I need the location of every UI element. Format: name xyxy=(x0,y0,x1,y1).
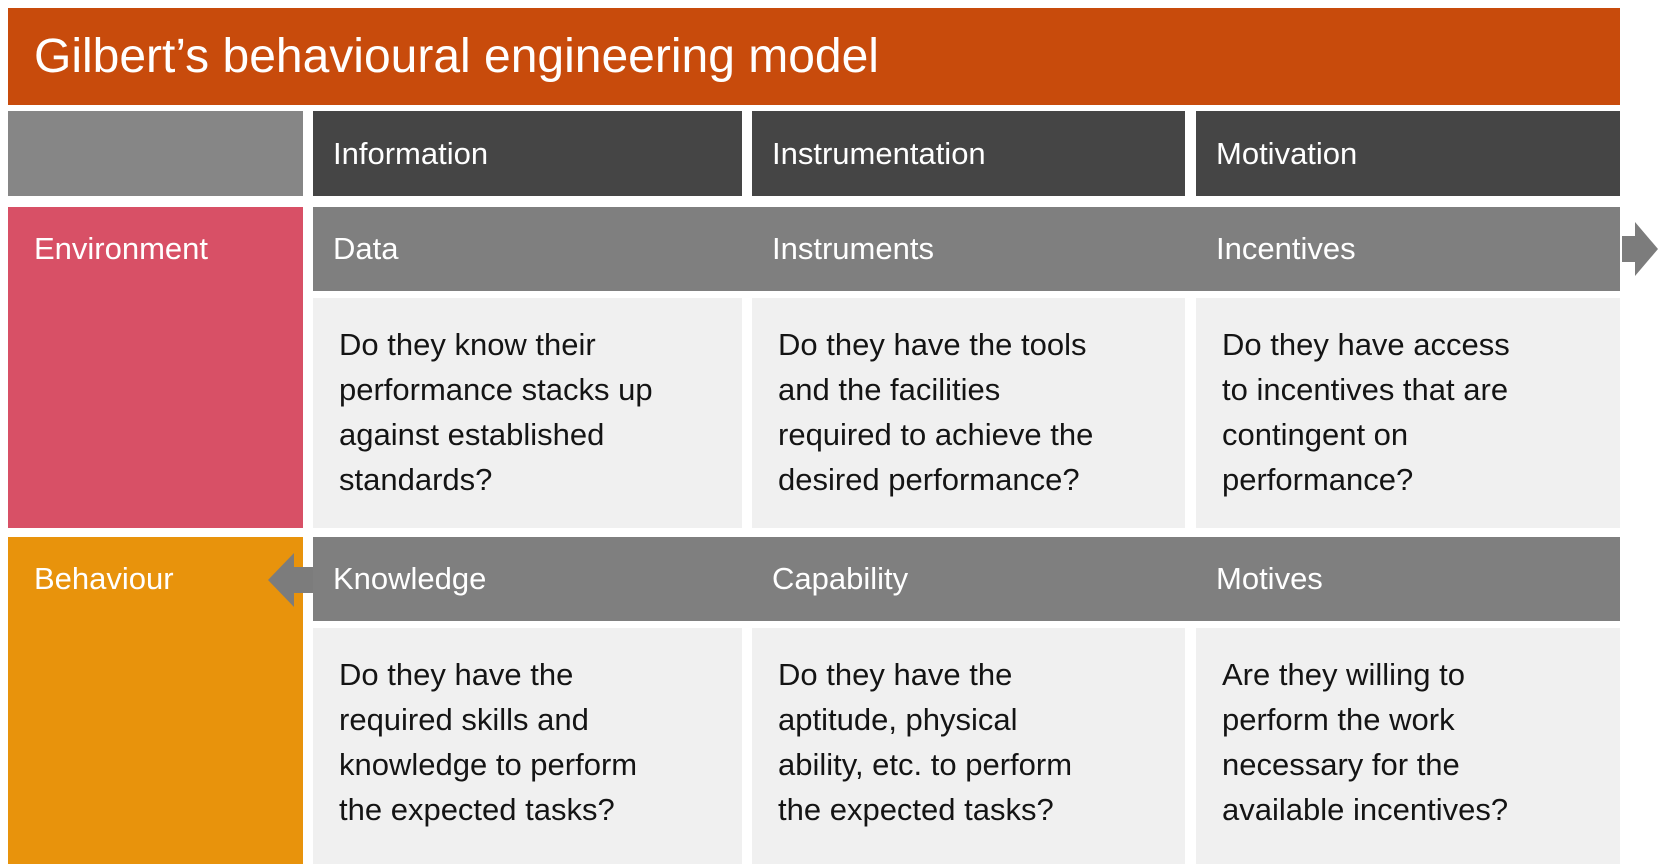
arrow-head xyxy=(1635,222,1658,276)
question-cell-data: Do they know their performance stacks up… xyxy=(313,298,742,528)
question-cell-capability: Do they have the aptitude, physical abil… xyxy=(752,628,1185,864)
column-header-motivation: Motivation xyxy=(1196,111,1620,196)
column-header-label: Instrumentation xyxy=(772,136,986,171)
question-text: Do they have the tools and the facilitie… xyxy=(778,327,1094,497)
subheader-bar-environment: Data Instruments Incentives xyxy=(313,207,1620,291)
row-label-environment: Environment xyxy=(8,207,303,528)
subheader-capability: Capability xyxy=(772,561,909,596)
column-header-information: Information xyxy=(313,111,742,196)
arrow-shaft xyxy=(294,567,313,593)
subheader-data: Data xyxy=(333,231,399,266)
row-label-behaviour: Behaviour xyxy=(8,537,303,864)
question-text: Do they know their performance stacks up… xyxy=(339,327,653,497)
question-cell-motives: Are they willing to perform the work nec… xyxy=(1196,628,1620,864)
subheader-instruments: Instruments xyxy=(772,231,934,266)
column-header-label: Information xyxy=(333,136,489,171)
left-arrow-icon xyxy=(268,553,313,607)
question-text: Do they have access to incentives that a… xyxy=(1222,327,1510,497)
question-cell-incentives: Do they have access to incentives that a… xyxy=(1196,298,1620,528)
row-label-text: Behaviour xyxy=(34,561,174,596)
row-label-text: Environment xyxy=(34,231,209,266)
subheader-incentives: Incentives xyxy=(1216,231,1356,266)
subheader-motives: Motives xyxy=(1216,561,1323,596)
question-text: Do they have the required skills and kno… xyxy=(339,657,638,827)
question-cell-knowledge: Do they have the required skills and kno… xyxy=(313,628,742,864)
question-cell-instruments: Do they have the tools and the facilitie… xyxy=(752,298,1185,528)
question-text: Do they have the aptitude, physical abil… xyxy=(778,657,1073,827)
subheader-bar-behaviour: Knowledge Capability Motives xyxy=(313,537,1620,621)
corner-cell xyxy=(8,111,303,196)
right-arrow-icon xyxy=(1622,222,1658,276)
arrow-shaft xyxy=(1622,236,1635,262)
subheader-knowledge: Knowledge xyxy=(333,561,487,596)
question-text: Are they willing to perform the work nec… xyxy=(1222,657,1509,827)
column-header-label: Motivation xyxy=(1216,136,1358,171)
title-bar: Gilbert’s behavioural engineering model xyxy=(8,8,1620,105)
column-header-instrumentation: Instrumentation xyxy=(752,111,1185,196)
arrow-head xyxy=(268,553,294,607)
page-title: Gilbert’s behavioural engineering model xyxy=(34,30,879,83)
